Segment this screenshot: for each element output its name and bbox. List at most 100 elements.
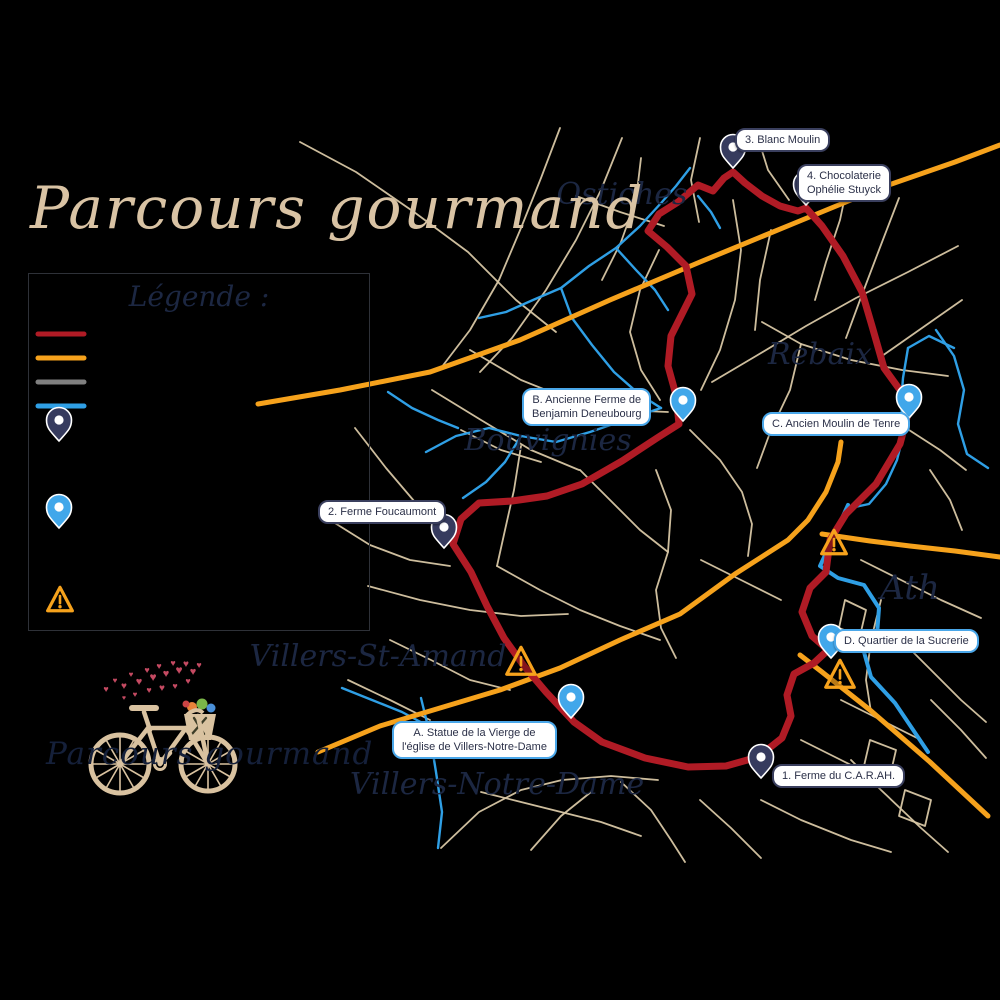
heart-icon: ♥ <box>183 659 189 670</box>
heart-icon: ♥ <box>172 681 177 691</box>
road-line <box>700 199 742 391</box>
river-line <box>477 166 692 320</box>
poi-label-D[interactable]: D. Quartier de la Sucrerie <box>834 629 979 653</box>
bike-frame-line <box>157 750 173 767</box>
road-line <box>845 197 900 339</box>
map-pin-A[interactable] <box>557 683 585 720</box>
warning-icon <box>824 658 856 689</box>
place-name-ostiches: Ostiches <box>556 176 688 212</box>
warning-icon <box>46 585 74 613</box>
river-line <box>906 334 956 350</box>
river-line <box>386 390 460 430</box>
road-line <box>865 599 882 713</box>
heart-icon: ♥ <box>190 666 197 678</box>
place-name-villers-st-amand: Villers-St-Amand <box>249 638 507 674</box>
bike-frame-line <box>141 709 153 733</box>
road-line <box>496 445 522 567</box>
river-line <box>934 328 990 470</box>
poi-label-2[interactable]: 2. Ferme Foucaumont <box>318 500 447 524</box>
heart-icon: ♥ <box>122 695 126 702</box>
road-line <box>329 519 451 567</box>
map-pin-1[interactable] <box>747 743 775 780</box>
bike-frame-line <box>145 725 163 767</box>
road-line <box>496 565 661 641</box>
road-line <box>908 429 967 471</box>
logo-text: Parcours gourmand <box>46 736 374 772</box>
river-line <box>614 246 670 312</box>
road-line <box>900 639 987 723</box>
heart-icon: ♥ <box>185 676 190 686</box>
map-pin-legend-blue[interactable] <box>45 493 73 530</box>
heart-icon: ♥ <box>129 670 134 679</box>
place-name-rebaix: Rebaix <box>768 336 872 372</box>
map-pin-legend-navy[interactable] <box>45 406 73 443</box>
alt-route-orange-line <box>255 142 1000 407</box>
road-line <box>689 429 753 557</box>
heart-icon: ♥ <box>121 681 127 692</box>
road-line <box>431 389 580 471</box>
basket-item <box>182 700 190 708</box>
poi-label-C[interactable]: C. Ancien Moulin de Tenre <box>762 412 911 436</box>
road-line <box>655 469 677 659</box>
map-pin-B[interactable] <box>669 386 697 423</box>
river-line <box>461 434 523 500</box>
warning-icon <box>820 528 848 556</box>
poi-label-3[interactable]: 3. Blanc Moulin <box>735 128 831 152</box>
road-line <box>930 699 987 759</box>
legend-panel: Légende : <box>28 273 370 631</box>
alt-route-orange-line <box>819 531 1000 560</box>
road-line <box>881 299 963 357</box>
road-line <box>756 343 802 469</box>
place-name-villers-notre-dame: Villers-Notre-Dame <box>349 766 645 802</box>
road-line <box>440 775 659 849</box>
road-line <box>389 639 511 691</box>
road-line <box>898 789 932 827</box>
heart-icon: ♥ <box>133 690 138 699</box>
road-line <box>367 585 569 617</box>
heart-icon: ♥ <box>136 676 143 688</box>
poi-label-1[interactable]: 1. Ferme du C.A.R.AH. <box>772 764 906 788</box>
road-line <box>620 781 686 863</box>
river-line <box>696 194 722 230</box>
road-line <box>440 127 561 369</box>
road-line <box>480 791 642 837</box>
heart-icon: ♥ <box>163 668 170 680</box>
legend-title: Légende : <box>128 280 270 313</box>
road-line <box>860 559 982 619</box>
heart-icon: ♥ <box>113 676 118 685</box>
river-line <box>818 503 930 754</box>
road-line <box>699 799 762 859</box>
heart-icon: ♥ <box>170 658 175 668</box>
road-line <box>629 249 661 401</box>
road-line <box>579 469 669 553</box>
heart-icon: ♥ <box>156 661 161 671</box>
place-name-bouvignies: Bouvignies <box>464 422 632 458</box>
page-title: Parcours gourmand <box>30 174 645 242</box>
heart-icon: ♥ <box>149 670 156 684</box>
road-line <box>460 429 542 463</box>
bicycle-logo: ♥♥♥♥♥♥♥♥♥♥♥♥♥♥♥♥♥♥♥♥ <box>88 658 238 796</box>
main-route-red-line <box>449 168 913 771</box>
alt-route-orange-line <box>315 439 844 755</box>
bike-frame-line <box>195 713 211 767</box>
bike-frame-line <box>117 725 211 767</box>
road-line <box>575 195 665 227</box>
road-line <box>760 799 892 853</box>
road-line <box>530 791 592 851</box>
map-pin-C[interactable] <box>895 383 923 420</box>
heart-icon: ♥ <box>144 665 149 675</box>
road-line <box>761 321 949 377</box>
road-line <box>700 559 782 601</box>
heart-icon: ♥ <box>146 685 151 695</box>
heart-icon: ♥ <box>103 684 108 694</box>
road-line <box>690 137 701 223</box>
warning-icon <box>505 645 537 676</box>
basket-item <box>196 698 208 710</box>
heart-icon: ♥ <box>175 663 182 677</box>
